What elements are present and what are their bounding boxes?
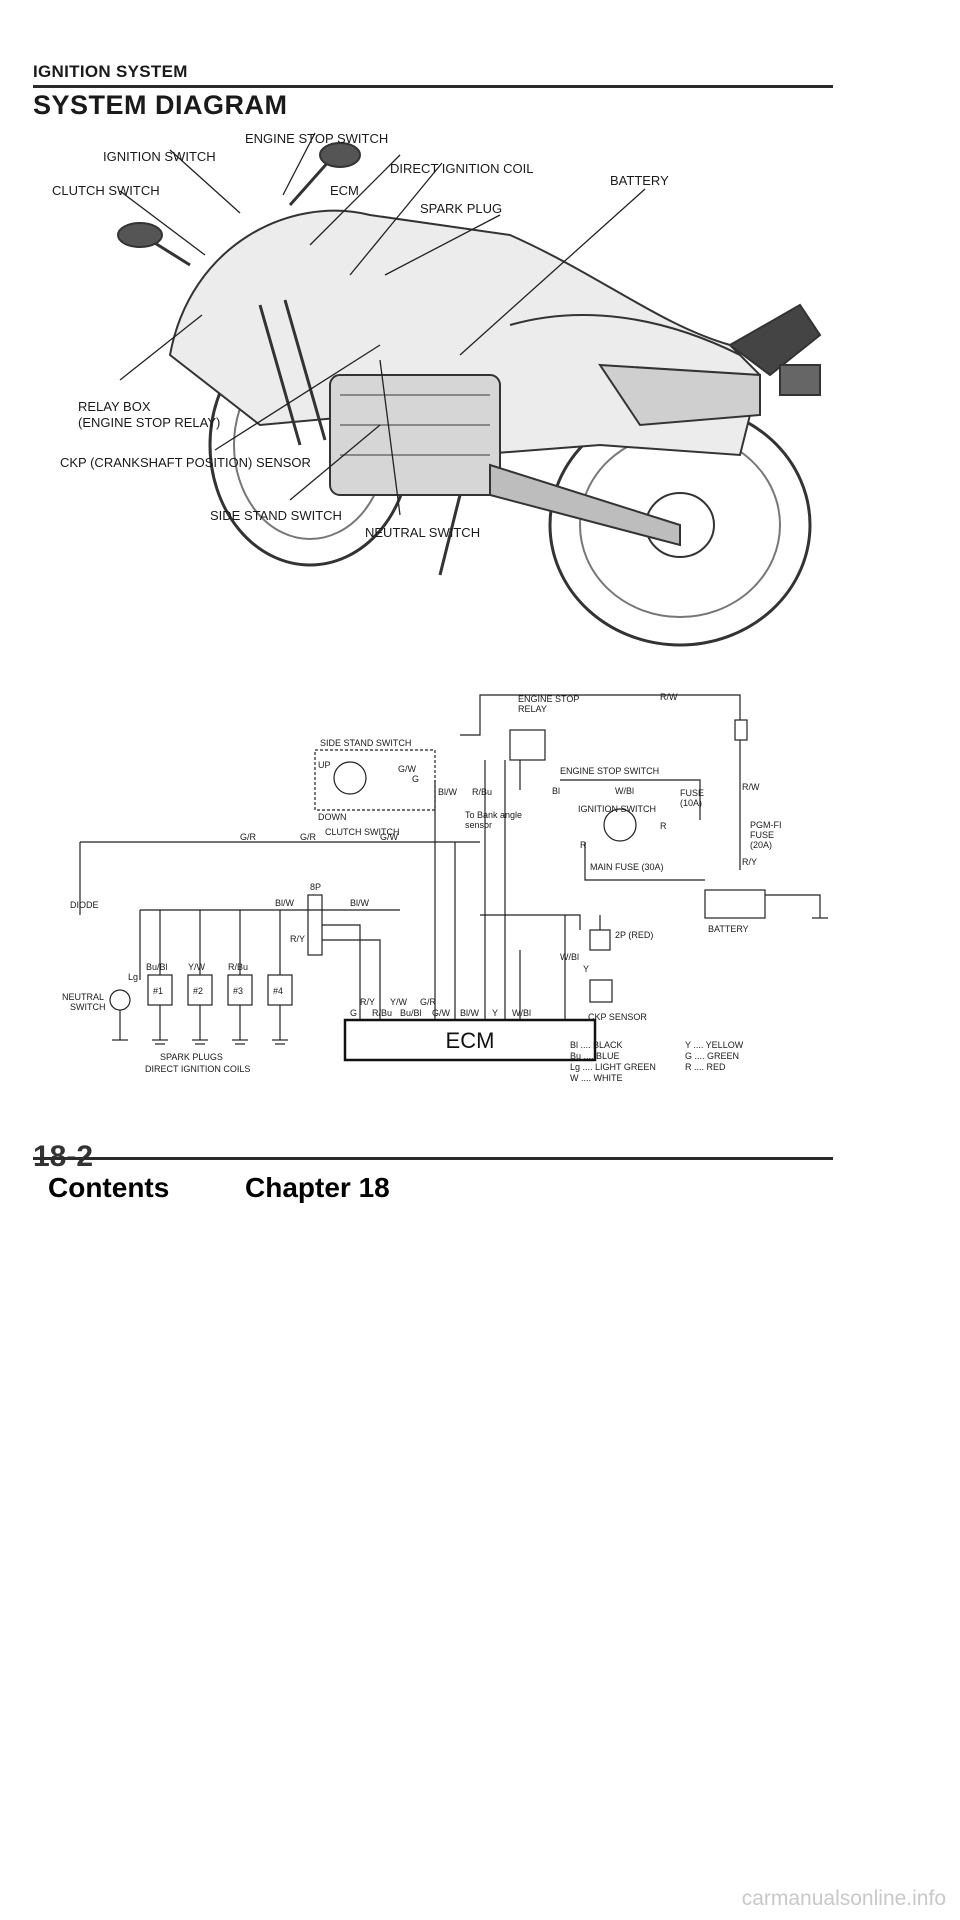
page-number: 18-2: [33, 1140, 94, 1173]
wire-clutch-switch: CLUTCH SWITCH: [325, 827, 400, 837]
wire-blw: Bl/W: [438, 787, 458, 797]
wire-blw-right: Bl/W: [350, 898, 370, 908]
wire-rbu: R/Bu: [472, 787, 492, 797]
wire-pgmfi-fuse-2: FUSE: [750, 830, 774, 840]
wire-fuse-10-1: FUSE: [680, 788, 704, 798]
wire-g: G: [412, 774, 419, 784]
wiring-diagram: ECM ENGINE STOP RELAY R/W SIDE STAND SWI…: [62, 692, 828, 1083]
legend-row-2-b: G .... GREEN: [685, 1051, 739, 1061]
wire-ry-left: R/Y: [290, 934, 305, 944]
callout-leaders: [119, 132, 646, 516]
wire-neutral-switch-1: NEUTRAL: [62, 992, 104, 1002]
ecm-top-yw: Y/W: [390, 997, 408, 1007]
page-title: SYSTEM DIAGRAM: [33, 90, 288, 120]
legend-row-1-a: Bl .... BLACK: [570, 1040, 623, 1050]
wire-rw-top: R/W: [660, 692, 678, 702]
wire-ry-right: R/Y: [742, 857, 757, 867]
contents-link[interactable]: Contents: [48, 1172, 170, 1203]
ecm-bottom-gw: G/W: [432, 1008, 451, 1018]
ecm-top-ry: R/Y: [360, 997, 375, 1007]
ecm-bottom-y: Y: [492, 1008, 498, 1018]
legend-row-3-b: R .... RED: [685, 1062, 726, 1072]
wire-pgmfi-fuse-3: (20A): [750, 840, 772, 850]
callout-ecm: ECM: [330, 183, 359, 198]
wire-engine-stop-switch: ENGINE STOP SWITCH: [560, 766, 659, 776]
ecm-bottom-wbl: W/Bl: [512, 1008, 531, 1018]
wire-2p-red: 2P (RED): [615, 930, 653, 940]
wire-coil-bubl: Bu/Bl: [146, 962, 168, 972]
wire-r: R: [660, 821, 667, 831]
ecm-bottom-rbu: R/Bu: [372, 1008, 392, 1018]
section-label: IGNITION SYSTEM: [33, 62, 188, 81]
wire-bank-angle-1: To Bank angle: [465, 810, 522, 820]
header-rule: [33, 85, 833, 88]
legend-row-3-a: Lg .... LIGHT GREEN: [570, 1062, 656, 1072]
wire-direct-ignition-coils: DIRECT IGNITION COILS: [145, 1064, 250, 1074]
wire-diode: DIODE: [70, 900, 99, 910]
motorcycle-drawing: [117, 142, 822, 647]
wire-bank-angle-2: sensor: [465, 820, 492, 830]
wire-engine-stop-relay-2: RELAY: [518, 704, 547, 714]
wire-engine-stop-relay-1: ENGINE STOP: [518, 694, 579, 704]
wire-gr-clutch: G/R: [300, 832, 317, 842]
footer-rule: [33, 1157, 833, 1160]
wire-side-stand-switch: SIDE STAND SWITCH: [320, 738, 411, 748]
wire-main-fuse: MAIN FUSE (30A): [590, 862, 664, 872]
coil-1: #1: [153, 986, 163, 996]
wire-lg: Lg: [128, 972, 138, 982]
wire-gw: G/W: [398, 764, 417, 774]
wire-gr-left: G/R: [240, 832, 257, 842]
callout-clutch-switch: CLUTCH SWITCH: [52, 183, 160, 198]
wire-pgmfi-fuse-1: PGM-FI: [750, 820, 782, 830]
callout-ignition-switch: IGNITION SWITCH: [103, 149, 216, 164]
wire-wbl: W/Bl: [615, 786, 634, 796]
callout-direct-ignition-coil: DIRECT IGNITION COIL: [390, 161, 534, 176]
ecm-box: [343, 1018, 597, 1062]
ecm-bottom-g: G: [350, 1008, 357, 1018]
ecm-bottom-blw: Bl/W: [460, 1008, 480, 1018]
coil-4: #4: [273, 986, 283, 996]
wire-rw-right: R/W: [742, 782, 760, 792]
legend-row-2-a: Bu .... BLUE: [570, 1051, 620, 1061]
callout-spark-plug: SPARK PLUG: [420, 201, 502, 216]
wire-bl: Bl: [552, 786, 560, 796]
callout-side-stand-switch: SIDE STAND SWITCH: [210, 508, 342, 523]
callout-relay-box: RELAY BOX: [78, 399, 151, 414]
wire-battery: BATTERY: [708, 924, 749, 934]
legend-row-4-a: W .... WHITE: [570, 1073, 623, 1083]
callout-engine-stop-relay: (ENGINE STOP RELAY): [78, 415, 220, 430]
motorcycle-illustration: ENGINE STOP SWITCH IGNITION SWITCH DIREC…: [52, 131, 822, 647]
wire-y-ckp: Y: [583, 964, 589, 974]
wire-coil-yw: Y/W: [188, 962, 206, 972]
legend-row-1-b: Y .... YELLOW: [685, 1040, 744, 1050]
wire-blw-left: Bl/W: [275, 898, 295, 908]
wire-r-low: R: [580, 840, 587, 850]
wire-8p: 8P: [310, 882, 321, 892]
watermark: carmanualsonline.info: [741, 1887, 946, 1910]
wire-spark-plugs: SPARK PLUGS: [160, 1052, 223, 1062]
wire-up: UP: [318, 760, 331, 770]
ecm-top-gr: G/R: [420, 997, 437, 1007]
wire-fuse-10-2: (10A): [680, 798, 702, 808]
wire-wbl-ckp: W/Bl: [560, 952, 579, 962]
wiring-lines: [79, 694, 828, 1045]
callout-ckp-sensor: CKP (CRANKSHAFT POSITION) SENSOR: [60, 455, 311, 470]
callout-battery: BATTERY: [610, 173, 669, 188]
callout-engine-stop-switch: ENGINE STOP SWITCH: [245, 131, 388, 146]
wire-ckp-sensor: CKP SENSOR: [588, 1012, 647, 1022]
chapter-link[interactable]: Chapter 18: [245, 1172, 390, 1203]
coil-2: #2: [193, 986, 203, 996]
wire-neutral-switch-2: SWITCH: [70, 1002, 106, 1012]
wire-down: DOWN: [318, 812, 347, 822]
wire-gw-clutch: G/W: [380, 832, 399, 842]
wire-ignition-switch: IGNITION SWITCH: [578, 804, 656, 814]
callout-neutral-switch: NEUTRAL SWITCH: [365, 525, 480, 540]
coil-3: #3: [233, 986, 243, 996]
wire-coil-rbu: R/Bu: [228, 962, 248, 972]
ecm-label: ECM: [446, 1028, 495, 1053]
ecm-bottom-bubl: Bu/Bl: [400, 1008, 422, 1018]
